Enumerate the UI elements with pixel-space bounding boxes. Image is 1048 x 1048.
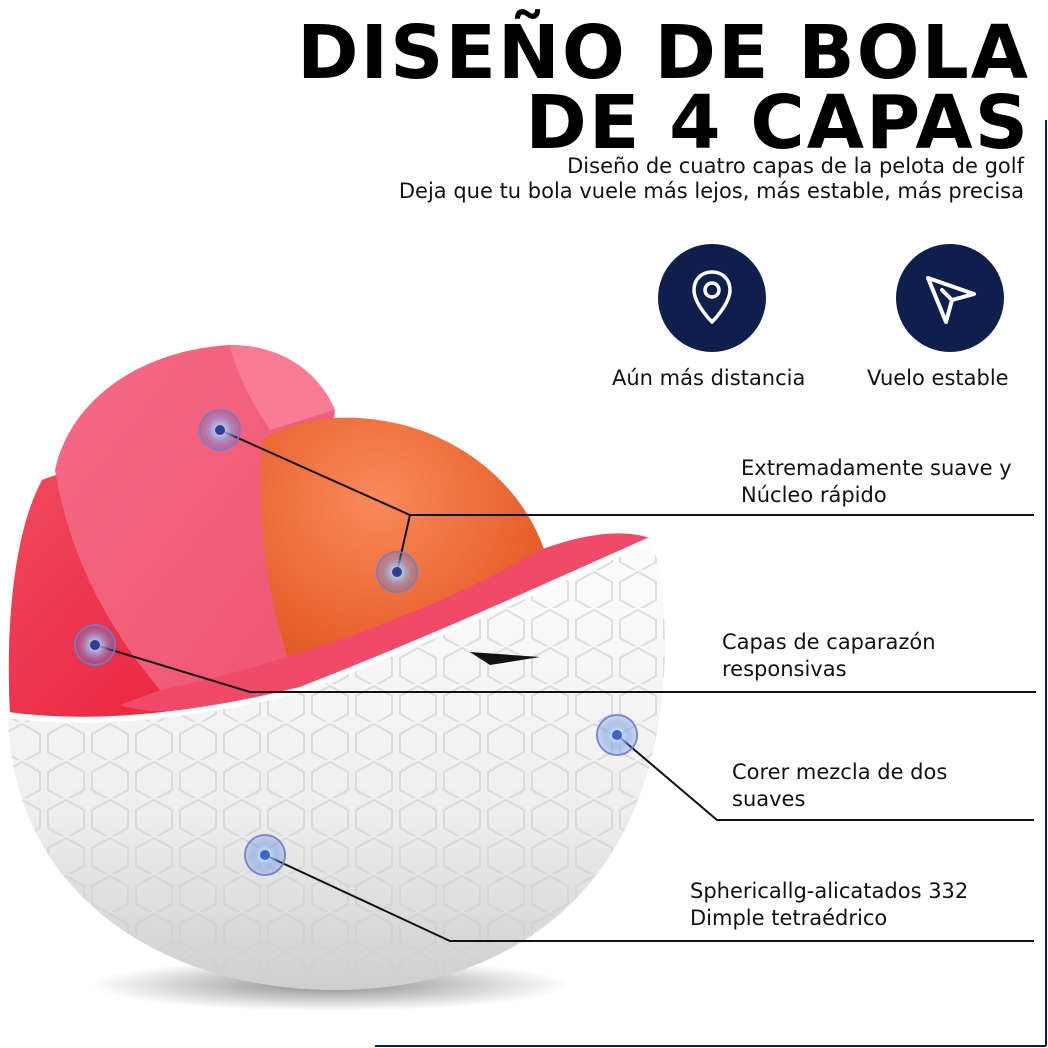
- location-pin-icon: [658, 244, 766, 352]
- title-line-2: DE 4 CAPAS: [525, 80, 1030, 166]
- feature-label-stable-flight: Vuelo estable: [867, 366, 1009, 390]
- callout-shell-layers: Capas de caparazón responsivas: [722, 630, 936, 681]
- callout-mantle-blend: Corer mezcla de dos suaves: [732, 760, 948, 811]
- subtitle-line-2: Deja que tu bola vuele más lejos, más es…: [398, 179, 1024, 203]
- subtitle-line-1: Diseño de cuatro capas de la pelota de g…: [567, 154, 1024, 178]
- paper-plane-icon: [896, 244, 1004, 352]
- callout-core: Extremadamente suave y Núcleo rápido: [741, 456, 1012, 507]
- subtitle: Diseño de cuatro capas de la pelota de g…: [399, 154, 1024, 204]
- mantle-layer: [55, 345, 335, 702]
- layer-markers: [74, 409, 638, 876]
- feature-label-distance: Aún más distancia: [612, 366, 806, 390]
- title-line-1: DISEÑO DE BOLA: [297, 10, 1030, 96]
- callout-dimples: Sphericallg-alicatados 332 Dimple tetraé…: [690, 879, 969, 930]
- page-title: DISEÑO DE BOLA DE 4 CAPAS: [297, 10, 1030, 166]
